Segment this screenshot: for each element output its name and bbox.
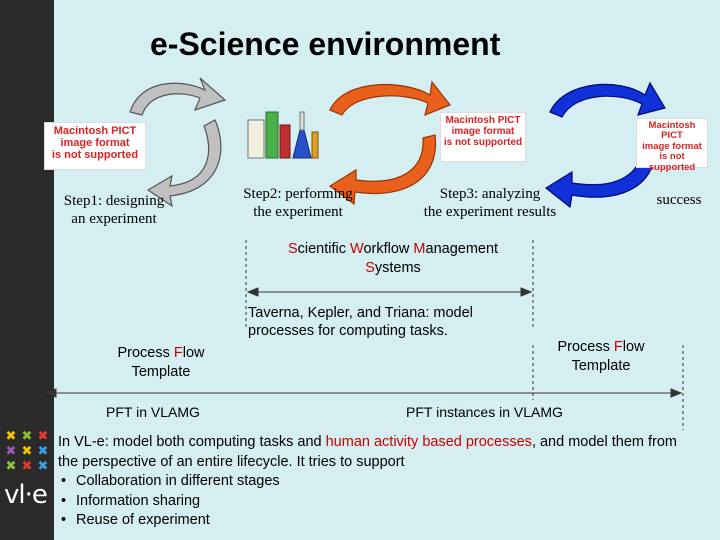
pft-template-right: Process Flow Template xyxy=(557,339,645,374)
swms-label: Scientific Workflow Management Systems xyxy=(287,241,499,276)
svg-text:✖: ✖ xyxy=(22,444,33,459)
svg-text:✖: ✖ xyxy=(38,429,49,444)
pft-instances-label: PFT instances in VLAMG xyxy=(406,404,563,420)
page-title: e-Science environment xyxy=(150,26,501,62)
svg-text:✖: ✖ xyxy=(22,429,33,444)
blue-cycle-arrow xyxy=(544,81,666,209)
lab-flasks-illustration xyxy=(247,111,319,159)
bullet-item: Information sharing xyxy=(61,492,698,512)
svg-text:✖: ✖ xyxy=(38,459,49,474)
vle-bullet-list: Collaboration in different stages Inform… xyxy=(58,472,698,531)
svg-text:✖: ✖ xyxy=(22,459,33,474)
vle-logo-grid: ✖✖✖ ✖✖✖ ✖✖✖ xyxy=(6,429,49,474)
vle-logo-text: vl·e xyxy=(4,480,48,510)
bullet-item: Reuse of experiment xyxy=(61,511,698,531)
svg-text:✖: ✖ xyxy=(6,429,17,444)
success-label: success xyxy=(656,192,702,208)
vle-intro-text: In VL-e: model both computing tasks and … xyxy=(58,434,678,470)
grey-cycle-arrow xyxy=(129,77,227,208)
pft-in-vlamg-label: PFT in VLAMG xyxy=(106,404,200,420)
orange-cycle-arrow xyxy=(328,80,451,206)
svg-text:✖: ✖ xyxy=(38,444,49,459)
sidebar: ✖✖✖ ✖✖✖ ✖✖✖ vl·e xyxy=(0,0,54,540)
vle-description: In VL-e: model both computing tasks and … xyxy=(58,433,698,531)
pft-template-left: Process Flow Template xyxy=(117,345,205,380)
bullet-item: Collaboration in different stages xyxy=(61,472,698,492)
svg-text:✖: ✖ xyxy=(6,444,17,459)
svg-text:✖: ✖ xyxy=(6,459,17,474)
